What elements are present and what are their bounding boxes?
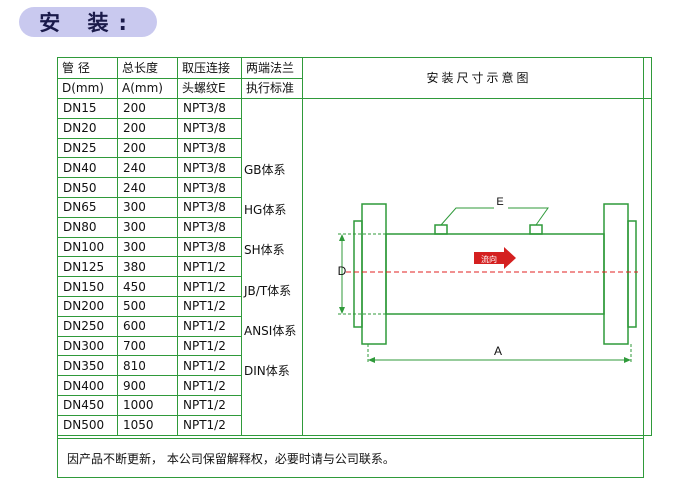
cell-length: 200 <box>117 98 178 119</box>
cell-length: 900 <box>117 375 178 396</box>
left-flange <box>361 203 387 345</box>
cell-thread: NPT1/2 <box>177 355 242 377</box>
cell-length: 810 <box>117 355 178 377</box>
cell-length: 200 <box>117 117 178 139</box>
cell-thread: NPT3/8 <box>177 157 242 179</box>
cell-thread: NPT1/2 <box>177 414 242 436</box>
flange-standard-item: ANSI体系 <box>244 324 297 339</box>
flange-standard-item: SH体系 <box>244 243 285 258</box>
cell-thread: NPT3/8 <box>177 216 242 238</box>
flange-standard-item: DIN体系 <box>244 364 290 379</box>
flange-standard-item: HG体系 <box>244 203 287 218</box>
footer-note: 因产品不断更新， 本公司保留解释权，必要时请与公司联系。 <box>57 438 644 478</box>
cell-diameter: DN150 <box>57 276 118 297</box>
flow-arrow <box>474 247 516 269</box>
pipe-body <box>385 233 605 315</box>
label-e: E <box>496 196 503 208</box>
installation-diagram: E D A 流向 <box>338 196 638 363</box>
section-title: 安 装: <box>19 7 157 37</box>
cell-thread: NPT3/8 <box>177 177 242 198</box>
header-thread-unit: 头螺纹E <box>177 77 242 99</box>
cell-diameter: DN50 <box>57 177 118 198</box>
cell-diameter: DN125 <box>57 256 118 278</box>
flange-standard-cell: GB体系 HG体系 SH体系 JB/T体系 ANSI体系 DIN体系 <box>241 98 303 436</box>
header-diagram: 安装尺寸示意图 <box>302 57 652 99</box>
cell-length: 380 <box>117 256 178 278</box>
cell-thread: NPT1/2 <box>177 315 242 337</box>
label-flow: 流向 <box>481 254 497 264</box>
flange-standard-item: GB体系 <box>244 162 286 177</box>
diagram-cell <box>302 98 652 436</box>
cell-diameter: DN500 <box>57 414 118 436</box>
cell-length: 450 <box>117 276 178 297</box>
cell-diameter: DN200 <box>57 295 118 317</box>
right-flange-rim <box>627 220 637 328</box>
label-d: D <box>338 264 347 278</box>
flange-standard-item: JB/T体系 <box>244 283 292 298</box>
right-flange <box>603 203 629 345</box>
table-frame <box>57 57 644 478</box>
cell-thread: NPT1/2 <box>177 394 242 416</box>
header-diameter-unit: D(mm) <box>57 77 118 99</box>
pressure-tap-right <box>529 224 543 235</box>
pressure-tap-left <box>434 224 448 235</box>
cell-length: 500 <box>117 295 178 317</box>
cell-thread: NPT1/2 <box>177 295 242 317</box>
cell-diameter: DN400 <box>57 375 118 396</box>
spec-table: 管 径 总长度 取压连接 两端法兰 安装尺寸示意图 D(mm) A(mm) 头螺… <box>57 57 652 436</box>
cell-diameter: DN15 <box>57 98 118 119</box>
table-header-row-1: 管 径 总长度 取压连接 两端法兰 安装尺寸示意图 <box>57 57 652 99</box>
label-a: A <box>494 344 502 358</box>
cell-diameter: DN80 <box>57 216 118 238</box>
table-header-row-2: D(mm) A(mm) 头螺纹E 执行标准 <box>57 77 652 99</box>
cell-thread: NPT1/2 <box>177 335 242 357</box>
left-flange-rim <box>353 220 363 328</box>
cell-diameter: DN300 <box>57 335 118 357</box>
